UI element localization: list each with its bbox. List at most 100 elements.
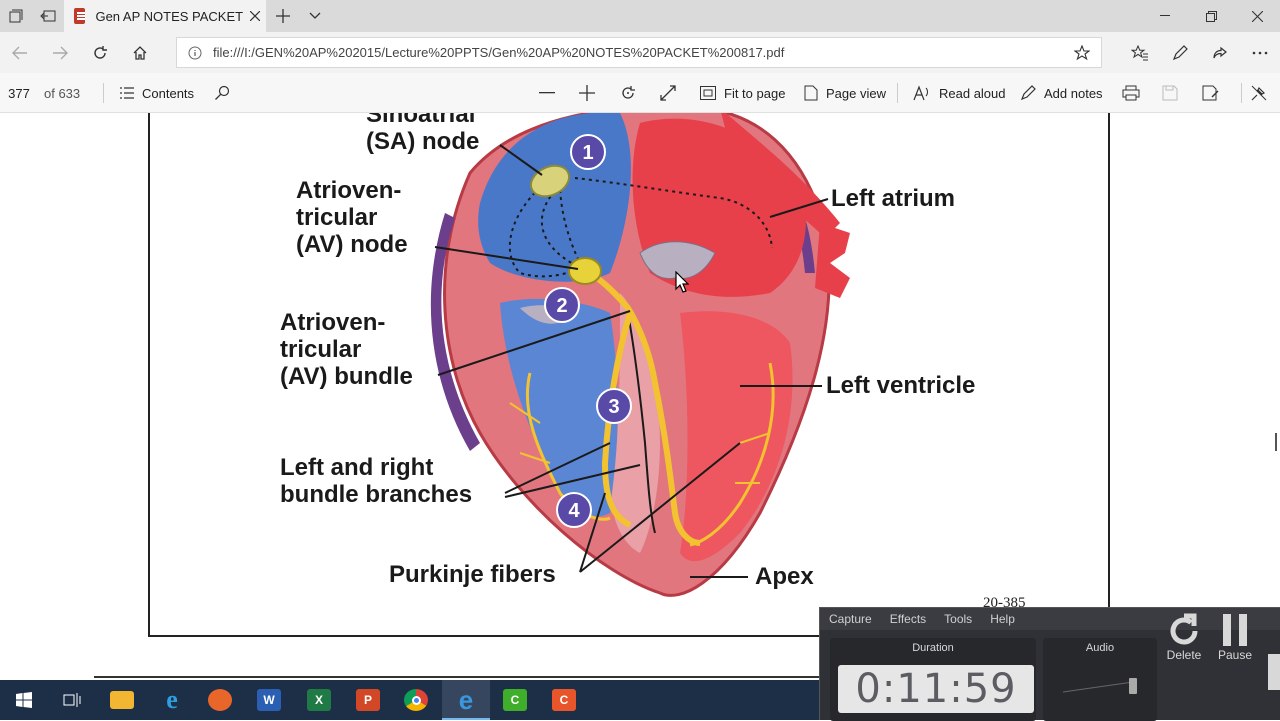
contents-label: Contents — [142, 85, 195, 101]
save-as-icon[interactable] — [1202, 73, 1220, 113]
address-bar-row: file:///I:/GEN%20AP%202015/Lecture%20PPT… — [0, 32, 1280, 73]
av-node — [568, 257, 602, 285]
close-tab-icon[interactable] — [243, 0, 266, 32]
leader-line — [504, 442, 611, 494]
read-aloud-icon — [913, 85, 928, 101]
page-view-label: Page view — [826, 85, 886, 101]
next-page-edge — [94, 676, 854, 678]
url-text: file:///I:/GEN%20AP%202015/Lecture%20PPT… — [213, 45, 785, 60]
refresh-icon[interactable] — [80, 32, 120, 73]
purkinje-left — [689, 362, 775, 547]
active-tab[interactable]: Gen AP NOTES PACKET — [64, 0, 266, 32]
page-total: of 633 — [44, 85, 81, 101]
leader-line — [434, 246, 579, 270]
recorder-menu: Capture Effects Tools Help — [820, 608, 1280, 630]
pen-notes-icon[interactable] — [1160, 32, 1200, 73]
leader-line — [504, 464, 641, 498]
file-explorer-icon[interactable] — [98, 680, 146, 720]
chrome-icon[interactable] — [392, 680, 440, 720]
label-left-atrium: Left atrium — [831, 185, 956, 212]
menu-capture[interactable]: Capture — [829, 612, 872, 626]
av-bundle-path — [588, 270, 701, 546]
new-tab-icon[interactable] — [267, 0, 299, 32]
camtasia-green-icon[interactable]: C — [491, 680, 539, 720]
divider — [103, 83, 104, 103]
favorite-star-icon[interactable] — [1063, 44, 1101, 61]
delete-label: Delete — [1166, 648, 1202, 662]
pdf-document-area[interactable]: 1 2 3 4 Sinoatrial (SA) node Atrioven- t… — [0, 113, 1280, 680]
powerpoint-icon[interactable]: P — [344, 680, 392, 720]
fit-page-icon — [700, 86, 716, 100]
read-aloud-button[interactable]: Read aloud — [913, 73, 1006, 113]
zoom-in-icon[interactable] — [579, 73, 595, 113]
menu-tools[interactable]: Tools — [944, 612, 973, 626]
tab-strip: Gen AP NOTES PACKET — [0, 0, 1280, 32]
home-icon[interactable] — [120, 32, 160, 73]
pdf-icon — [74, 8, 86, 24]
save-icon[interactable] — [1162, 73, 1178, 113]
set-aside-tabs-icon[interactable] — [32, 0, 64, 32]
pause-button[interactable]: Pause — [1210, 614, 1260, 662]
more-options-icon[interactable] — [1240, 32, 1280, 73]
leader-line — [579, 492, 606, 573]
audio-level-slider[interactable] — [1061, 676, 1141, 696]
minimize-icon[interactable] — [1142, 0, 1188, 32]
label-sa-node: Sinoatrial (SA) node — [366, 113, 480, 155]
restore-icon[interactable] — [1188, 0, 1234, 32]
excel-icon[interactable]: X — [295, 680, 343, 720]
forward-icon[interactable] — [40, 32, 80, 73]
task-view-icon[interactable] — [48, 680, 96, 720]
contents-button[interactable]: Contents — [120, 73, 194, 113]
internet-explorer-icon[interactable]: e — [166, 685, 178, 714]
camtasia-orange-icon[interactable]: C — [540, 680, 588, 720]
step-marker-label: 1 — [582, 142, 593, 164]
right-ventricle — [500, 298, 618, 517]
zoom-out-icon[interactable] — [539, 73, 555, 113]
purkinje-branch — [509, 402, 771, 484]
menu-help[interactable]: Help — [990, 612, 1015, 626]
start-windows-icon[interactable] — [0, 680, 48, 720]
page-number-input[interactable]: 377 — [8, 85, 30, 101]
info-icon[interactable] — [177, 46, 213, 60]
left-ventricle — [680, 311, 793, 562]
step-marker-3: 3 — [596, 388, 632, 424]
delete-button[interactable]: Delete — [1159, 613, 1209, 662]
word-icon[interactable]: W — [245, 680, 293, 720]
fullscreen-icon[interactable] — [660, 73, 676, 113]
vessels — [815, 223, 850, 298]
address-field[interactable]: file:///I:/GEN%20AP%202015/Lecture%20PPT… — [176, 37, 1102, 68]
favorites-icon[interactable] — [1120, 32, 1160, 73]
duration-title: Duration — [912, 642, 954, 654]
add-notes-button[interactable]: Add notes — [1020, 73, 1103, 113]
tab-manager-icon[interactable] — [0, 0, 32, 32]
close-window-icon[interactable] — [1234, 0, 1280, 32]
duration-panel: Duration 0:11:59 — [830, 638, 1036, 721]
screen-recorder-panel: Capture Effects Tools Help Duration 0:11… — [819, 607, 1280, 721]
epicardium-right — [430, 213, 480, 451]
menu-effects[interactable]: Effects — [889, 612, 927, 626]
edge-icon[interactable]: e — [442, 680, 490, 720]
label-av-node: Atrioven- tricular (AV) node — [296, 177, 408, 258]
scrollbar-thumb[interactable] — [1275, 433, 1277, 451]
stop-button[interactable] — [1268, 654, 1280, 690]
label-purkinje-fibers: Purkinje fibers — [389, 561, 556, 588]
read-aloud-label: Read aloud — [939, 85, 1006, 101]
pdf-toolbar: 377 of 633 Contents Fit to page Page vie… — [0, 73, 1280, 113]
print-icon[interactable] — [1122, 73, 1140, 113]
tab-title: Gen AP NOTES PACKET — [95, 8, 244, 24]
step-marker-label: 2 — [556, 295, 567, 317]
leader-line — [579, 442, 741, 573]
firefox-icon[interactable] — [196, 680, 244, 720]
page-view-button[interactable]: Page view — [804, 73, 886, 113]
tab-preview-chevron-icon[interactable] — [299, 0, 331, 32]
rotate-icon[interactable] — [619, 73, 637, 113]
share-icon[interactable] — [1200, 32, 1240, 73]
atrial-path — [508, 182, 581, 278]
duration-readout: 0:11:59 — [838, 665, 1034, 713]
fit-to-page-button[interactable]: Fit to page — [700, 73, 785, 113]
pause-icon — [1223, 614, 1247, 646]
list-icon — [120, 87, 134, 99]
back-icon[interactable] — [0, 32, 40, 73]
search-button[interactable] — [214, 73, 230, 113]
unpin-toolbar-icon[interactable] — [1251, 73, 1267, 113]
